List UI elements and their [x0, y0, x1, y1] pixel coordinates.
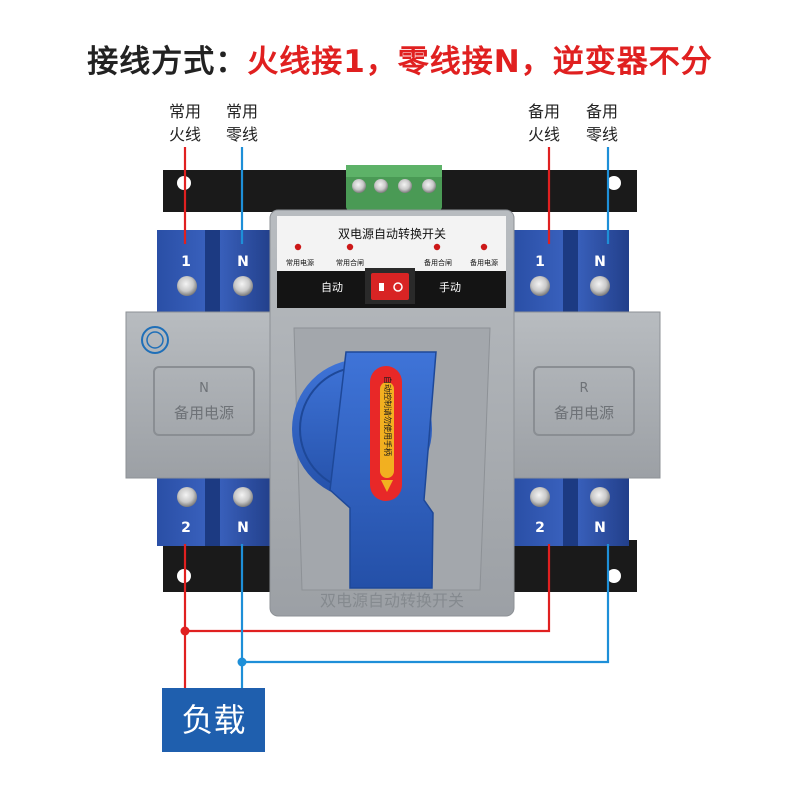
indicator-label-2: 常用合闸 — [336, 258, 364, 267]
left-plate-text: 备用电源 — [174, 404, 234, 422]
terminal-screw-icon — [177, 276, 197, 296]
mount-hole — [607, 569, 621, 583]
mount-hole — [607, 176, 621, 190]
terminal-label: N — [594, 254, 606, 270]
indicator-label-1: 常用电源 — [286, 258, 314, 267]
label-line-2: 零线 — [585, 125, 618, 144]
label-line-2: 零线 — [225, 125, 258, 144]
terminal-block-top-right — [514, 230, 629, 320]
left-side-cover — [125, 311, 273, 479]
terminal-screw-icon — [177, 487, 197, 507]
title-emphasis: 火线接1，零线接N，逆变器不分 — [247, 44, 713, 80]
backup-live-link — [185, 544, 551, 633]
terminal-screw-icon — [530, 276, 550, 296]
terminal-label: N — [594, 520, 606, 536]
terminal-screw-icon — [590, 487, 610, 507]
label-line-2: 火线 — [527, 125, 560, 144]
mode-auto-label: 自动 — [321, 281, 343, 294]
right-plate-letter: R — [579, 381, 588, 396]
backup-neutral-link — [242, 544, 610, 664]
left-plate-letter: N — [199, 381, 209, 396]
mode-manual-label: 手动 — [439, 280, 461, 294]
handle-warning-text: 自动控制请勿使用手柄 — [383, 376, 393, 456]
rocker-switch-icon[interactable] — [365, 268, 415, 304]
terminal-block-bottom-left — [157, 476, 272, 546]
terminal-label: N — [237, 254, 249, 270]
label-backup-neutral: 备用零线 — [580, 100, 624, 146]
terminal-label: 2 — [181, 520, 191, 536]
wiring-instruction-title: 接线方式：火线接1，零线接N，逆变器不分 — [0, 36, 800, 81]
terminal-label: N — [237, 520, 249, 536]
panel-title: 双电源自动转换开关 — [338, 226, 446, 241]
right-side-cover — [513, 311, 661, 479]
load-box: 负载 — [162, 688, 265, 752]
label-common-neutral: 常用零线 — [220, 100, 264, 146]
right-plate-text: 备用电源 — [554, 404, 614, 422]
terminal-block-top-left — [157, 230, 272, 320]
label-line-1: 常用 — [168, 102, 201, 121]
terminal-screw-icon — [590, 276, 610, 296]
terminal-screw-icon — [233, 487, 253, 507]
label-common-live: 常用火线 — [163, 100, 207, 146]
terminal-screw-icon — [530, 487, 550, 507]
indicator-led-icon — [480, 243, 488, 251]
terminal-label: 1 — [181, 254, 191, 270]
label-line-1: 备用 — [585, 102, 618, 121]
control-terminal-block — [346, 165, 442, 210]
label-backup-live: 备用火线 — [522, 100, 566, 146]
label-line-1: 备用 — [527, 102, 560, 121]
live-junction — [180, 626, 190, 636]
wiring — [180, 147, 610, 688]
indicator-led-icon — [294, 243, 302, 251]
ccc-mark-icon — [141, 326, 169, 354]
terminal-label: 1 — [535, 254, 545, 270]
terminal-block-bottom-right — [514, 476, 629, 546]
indicator-led-icon — [346, 243, 354, 251]
manual-handle[interactable] — [292, 351, 437, 589]
label-line-1: 常用 — [225, 102, 258, 121]
indicator-led-icon — [433, 243, 441, 251]
bottom-emboss-text: 双电源自动转换开关 — [320, 591, 464, 610]
neutral-junction — [237, 657, 247, 667]
indicator-label-4: 备用电源 — [470, 258, 498, 267]
indicator-label-3: 备用合闸 — [424, 258, 452, 267]
terminal-label: 2 — [535, 520, 545, 536]
terminal-screw-icon — [233, 276, 253, 296]
title-lead: 接线方式： — [87, 44, 248, 80]
label-line-2: 火线 — [168, 125, 201, 144]
